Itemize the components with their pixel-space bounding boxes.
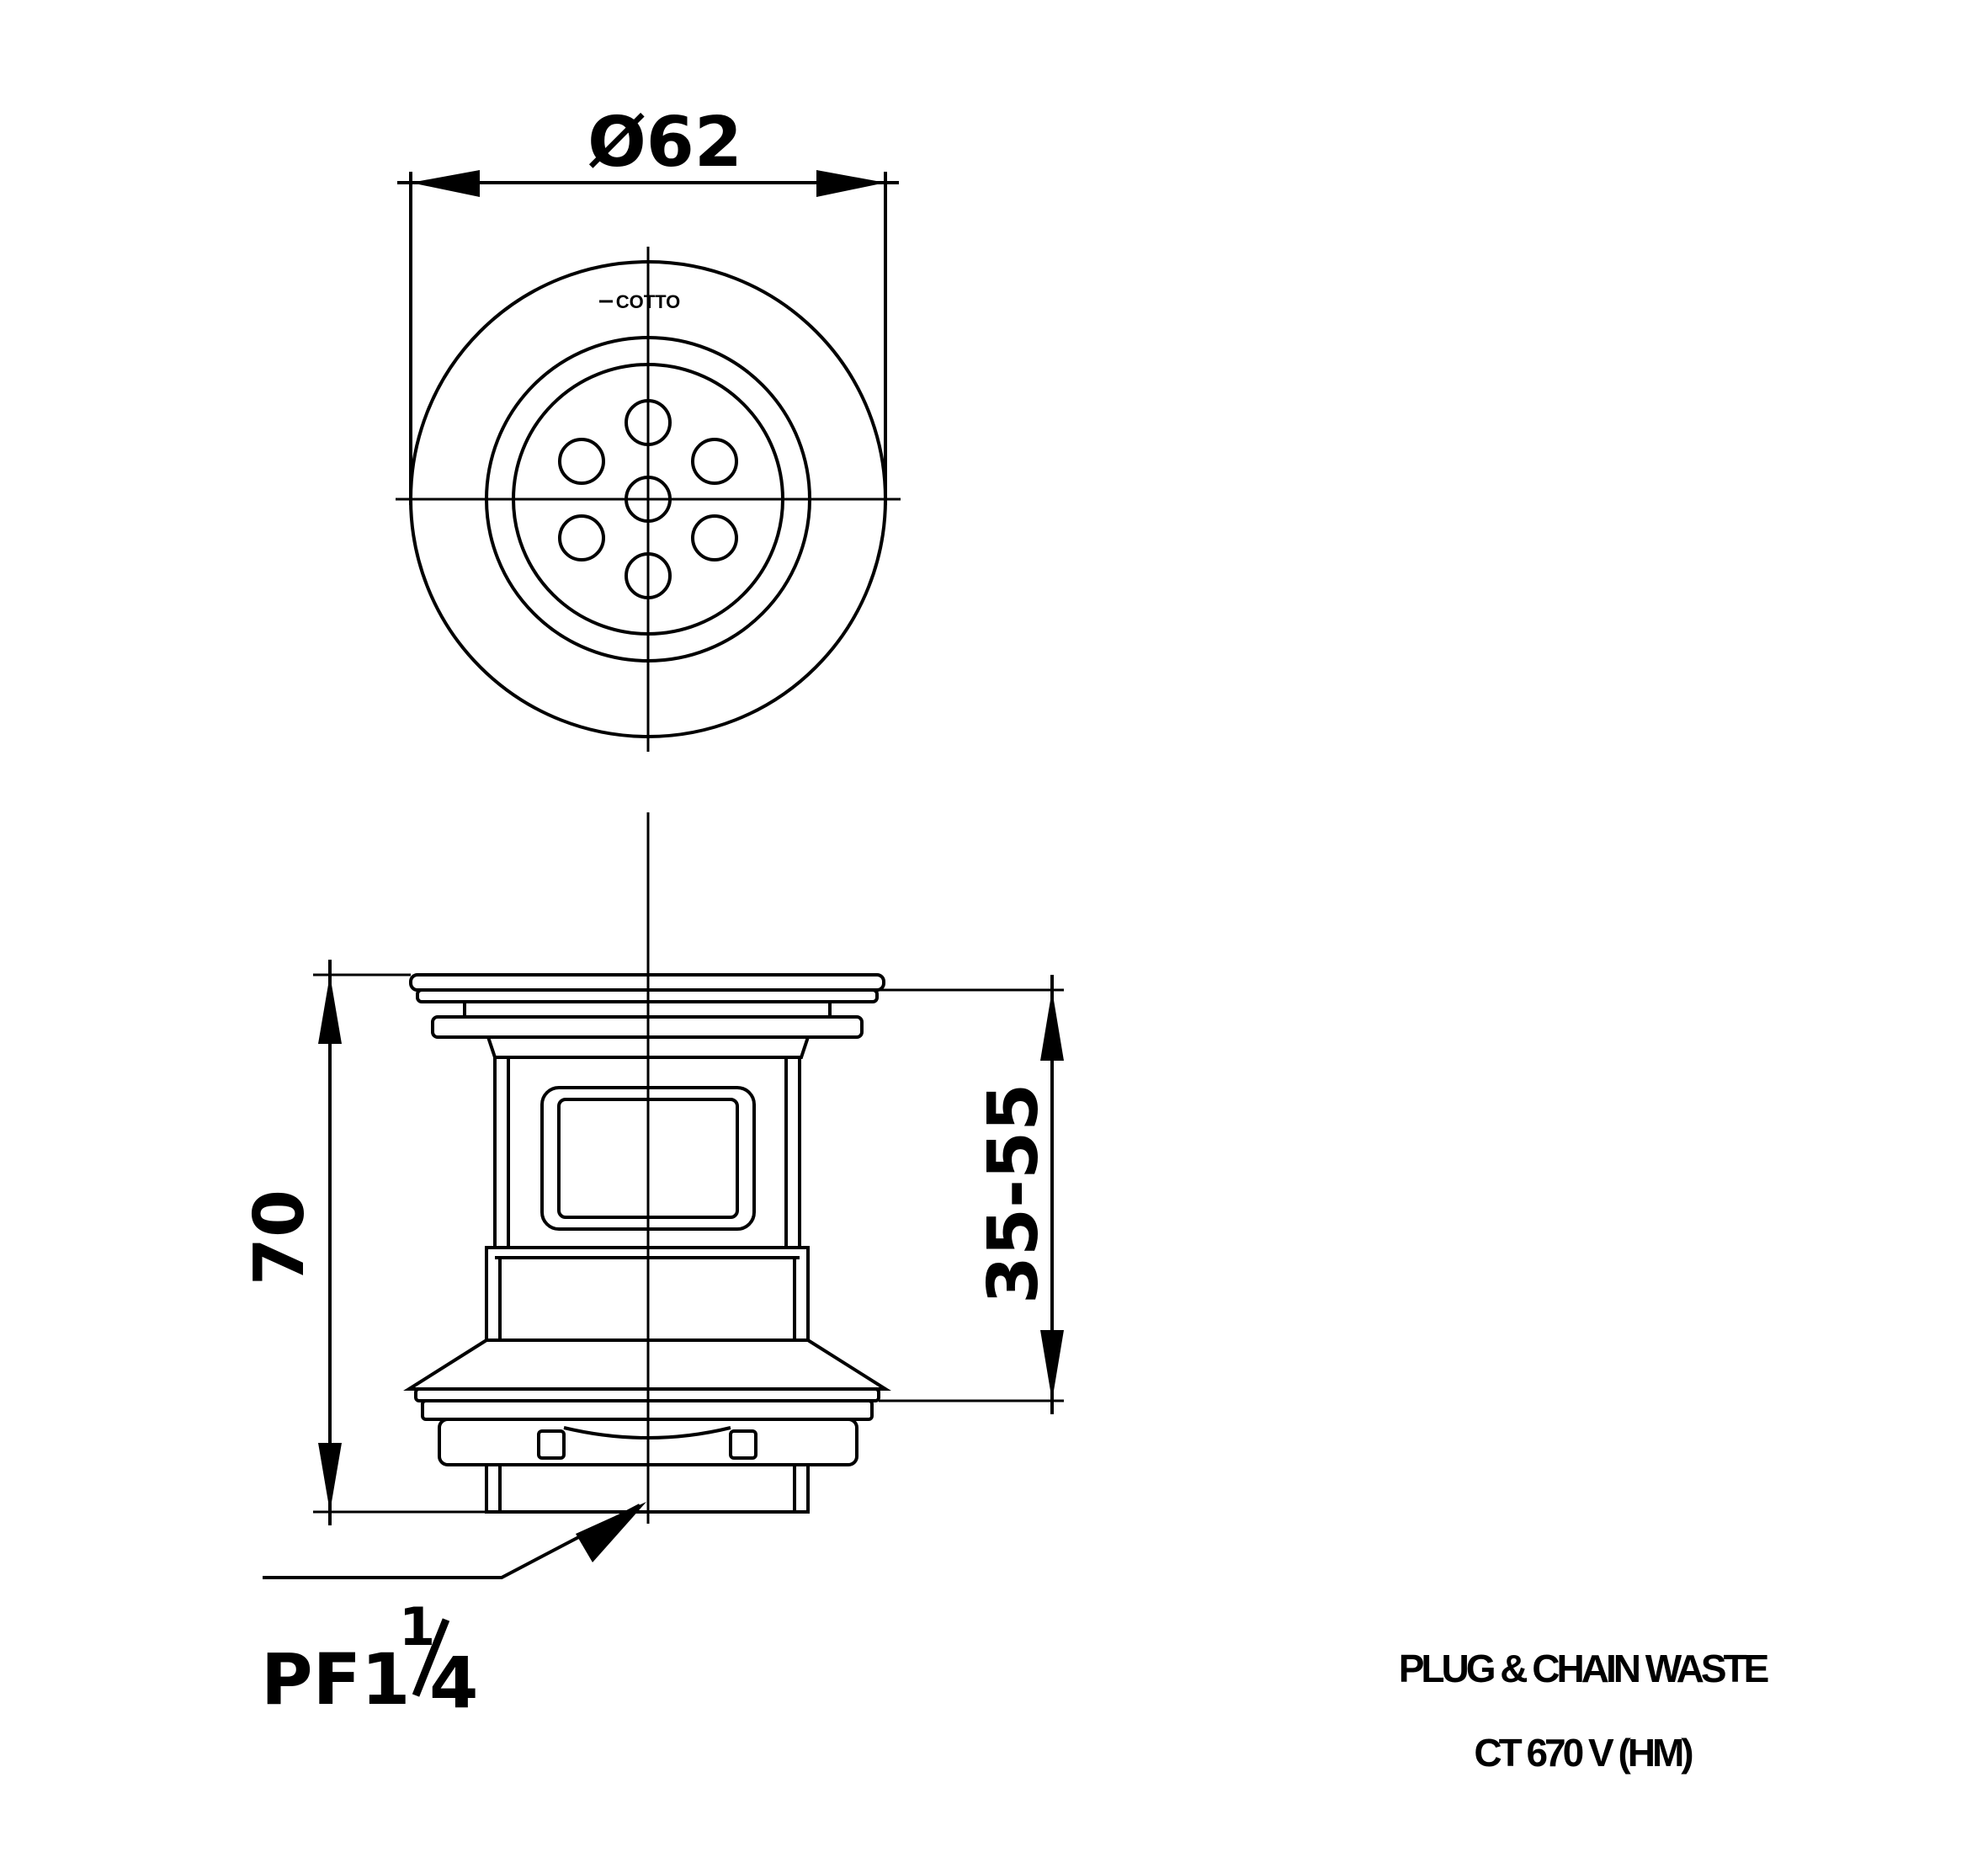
height-label: 70 xyxy=(240,1189,320,1285)
side-view xyxy=(263,812,1064,1579)
thread-label-main: PF1 xyxy=(261,1638,410,1721)
top-view xyxy=(396,170,901,752)
lower-cone xyxy=(403,1338,891,1391)
title-line-1: PLUG & CHAIN WASTE xyxy=(1399,1647,1768,1690)
lock-nut-tab-right xyxy=(729,1429,757,1460)
drain-hole-lower-left xyxy=(558,514,605,561)
diameter-arrow-right xyxy=(816,170,885,197)
thread-label-denominator: 4 xyxy=(429,1642,478,1724)
drain-hole-upper-right xyxy=(691,438,738,485)
range-label: 35-55 xyxy=(974,1083,1054,1304)
thread-label-numerator: 1 xyxy=(399,1596,435,1658)
range-arrow-top xyxy=(1040,990,1064,1061)
thread-leader-arrow xyxy=(576,1502,646,1562)
height-arrow-top xyxy=(318,975,342,1044)
thread-fraction-slash xyxy=(412,1618,450,1697)
drain-hole-lower-right xyxy=(691,514,738,561)
drain-hole-upper-left xyxy=(558,438,605,485)
title-line-2: CT 670 V (HM) xyxy=(1474,1731,1693,1775)
brand-logo: COTTO xyxy=(599,291,680,312)
range-arrow-bottom xyxy=(1040,1330,1064,1401)
height-arrow-bottom xyxy=(318,1443,342,1512)
brand-logo-text: COTTO xyxy=(616,291,681,312)
diameter-arrow-left xyxy=(411,170,480,197)
lock-nut-tab-left xyxy=(537,1429,566,1460)
diameter-label: Ø62 xyxy=(587,103,742,183)
